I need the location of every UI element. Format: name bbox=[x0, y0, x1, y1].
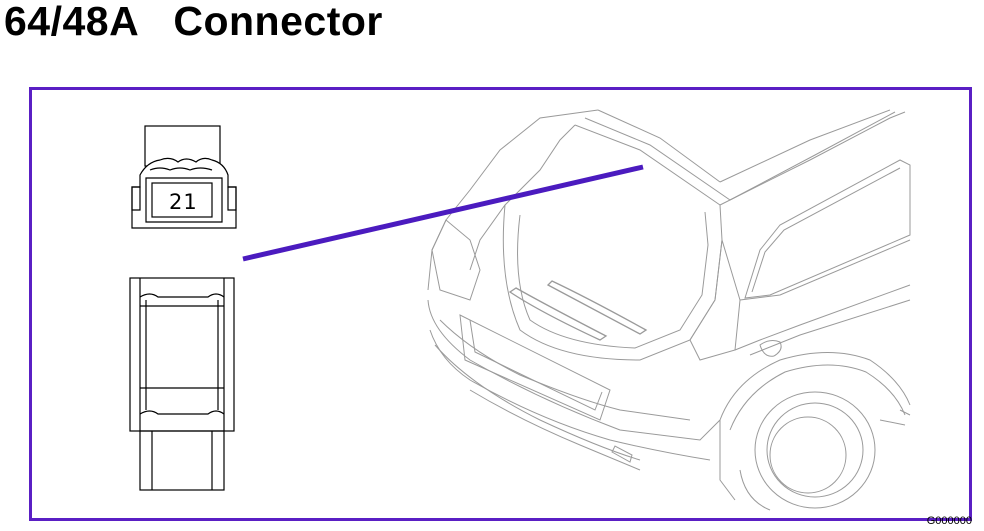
figure-code: G000000 bbox=[926, 515, 972, 527]
leader-line bbox=[242, 164, 644, 262]
page-title: 64/48A Connector bbox=[4, 0, 383, 44]
connector-front-view-icon bbox=[131, 125, 237, 229]
diagram-frame bbox=[29, 87, 972, 521]
connector-pin-label: 21 bbox=[169, 190, 198, 214]
car-rear-illustration bbox=[427, 109, 911, 511]
connector-side-view-icon bbox=[129, 277, 235, 491]
